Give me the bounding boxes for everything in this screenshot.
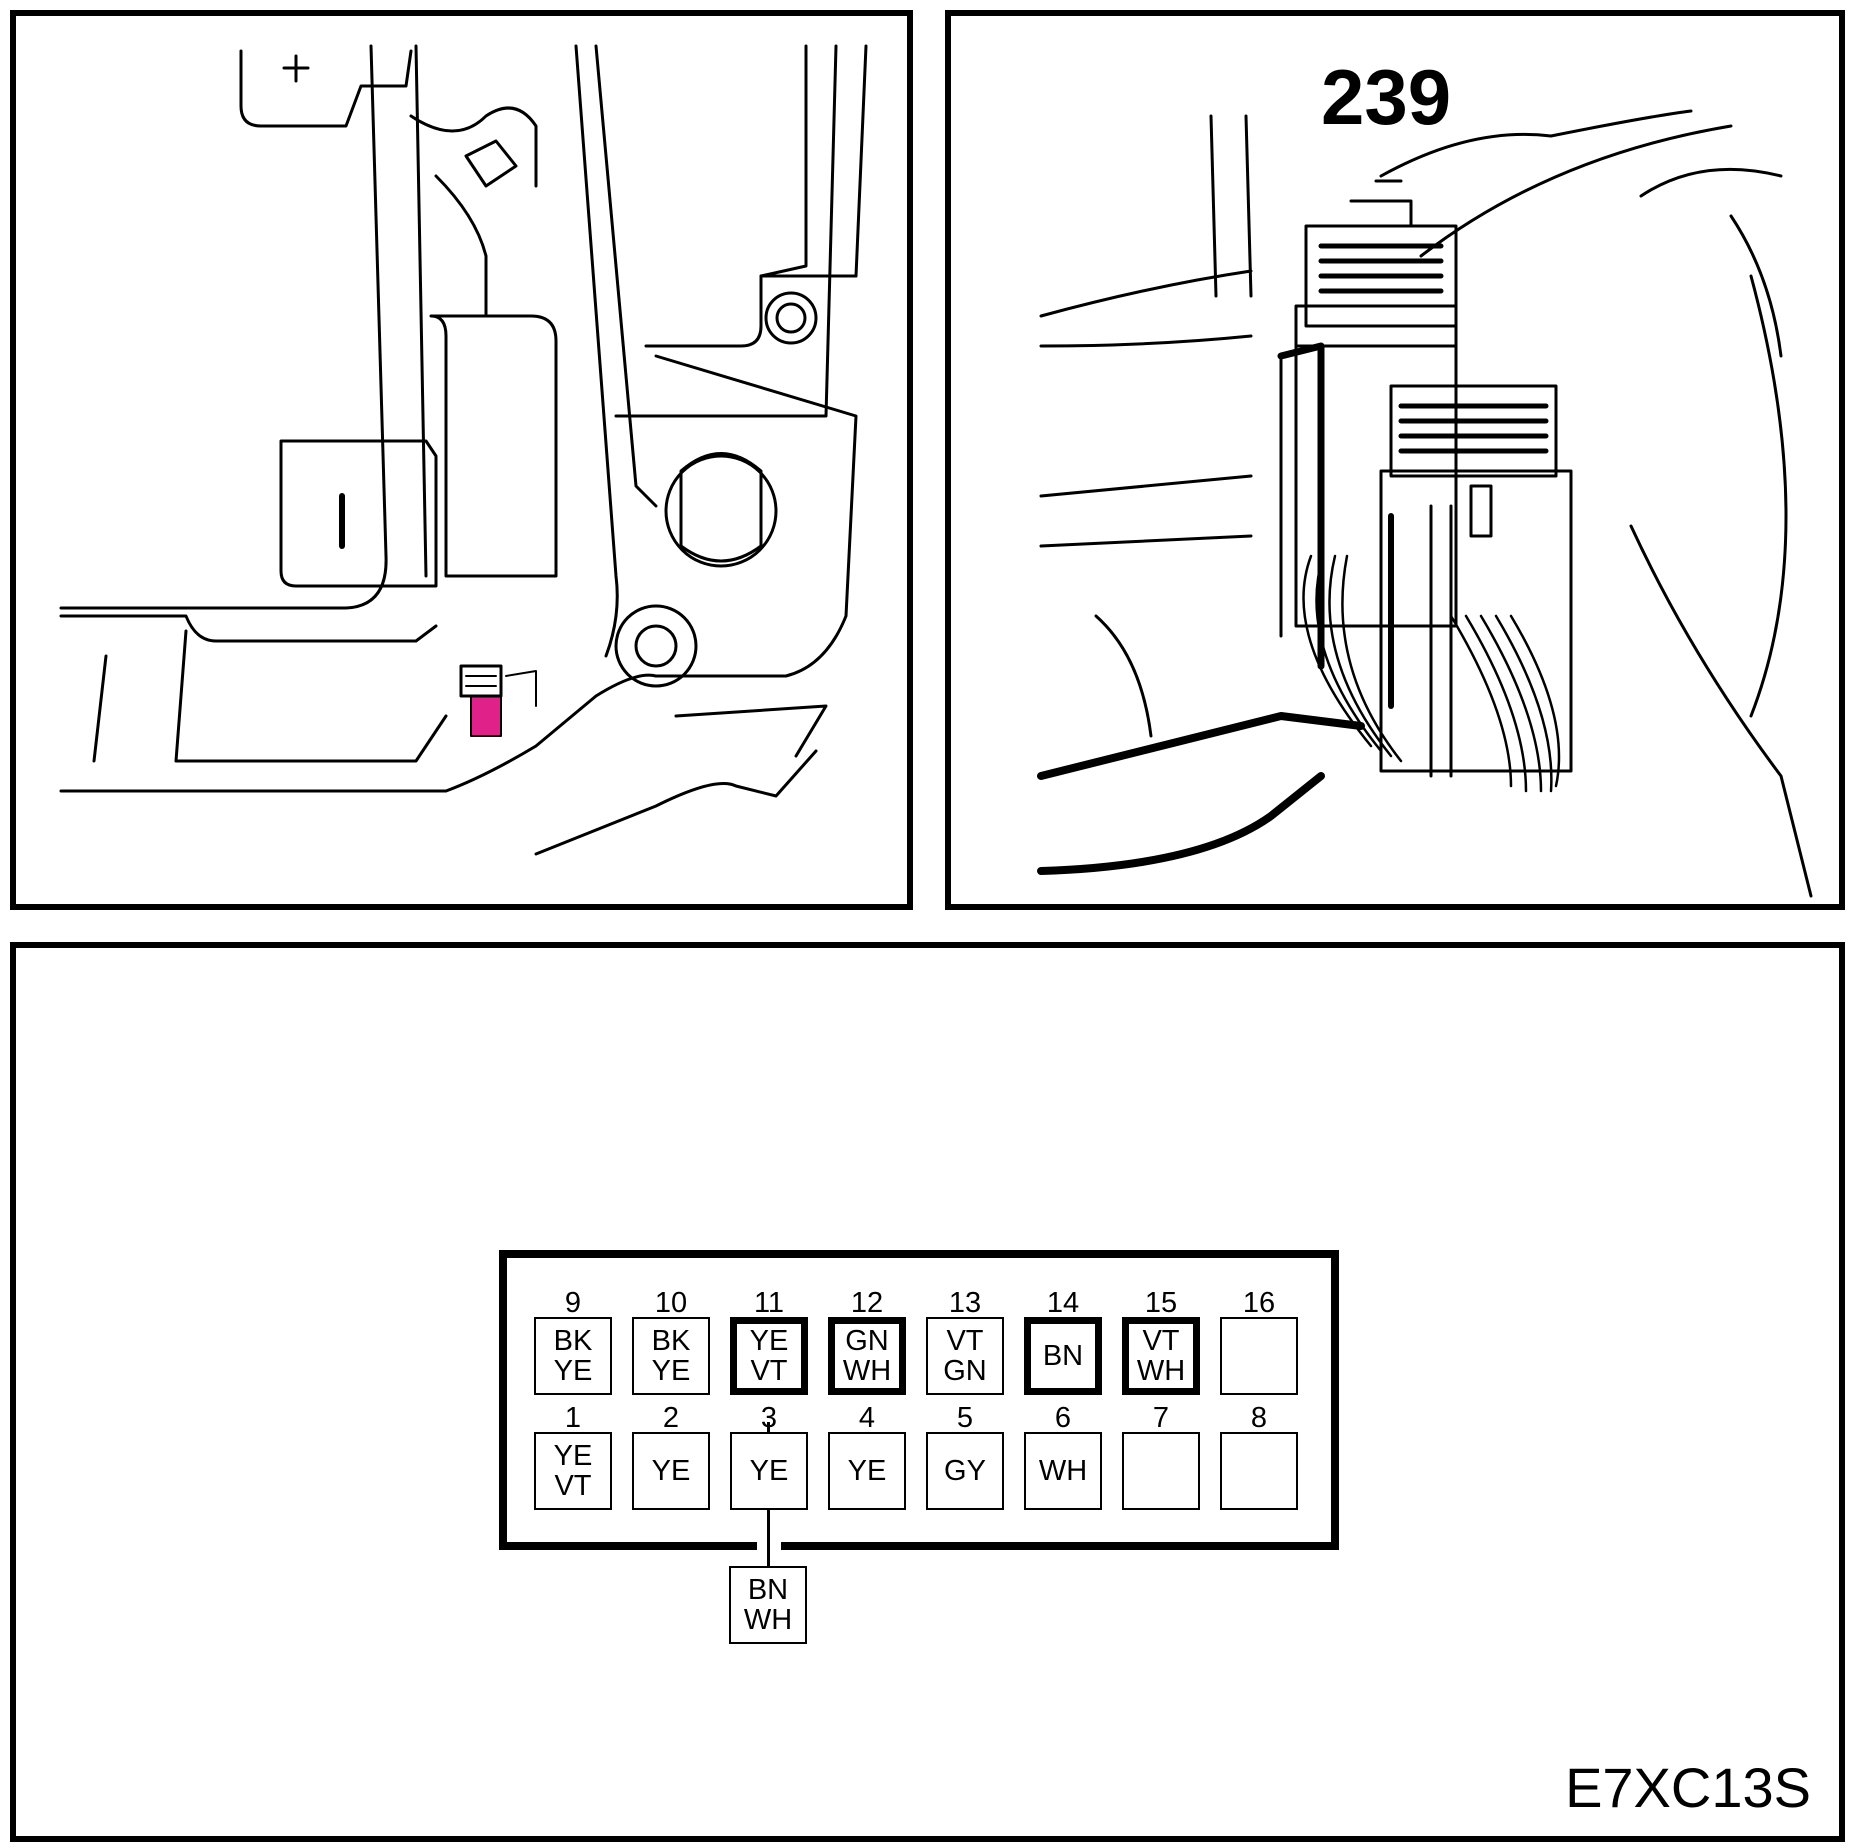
pin-number-16: 16 [1242,1287,1276,1319]
connector-face-outline [499,1250,1339,1550]
connector-closeup-drawing [1037,109,1813,898]
vehicle-locator-drawing [59,44,868,856]
connector-number-label: 239 [1321,53,1452,141]
pin-14-wire-color-1: BN [1042,1340,1084,1372]
pin-number-1: 1 [564,1402,582,1434]
pin-cavity-7 [1122,1432,1200,1510]
pin-cavity-4: YE [828,1432,906,1510]
pin-1-wire-color-2: VT [554,1470,592,1502]
external-wire-color-line-2: WH [743,1604,793,1636]
external-wire-color-box: BN WH [729,1566,807,1644]
diagram-id-label: E7XC13S [1565,1756,1811,1819]
pin-cavity-8 [1220,1432,1298,1510]
locator-view-panel [10,10,913,910]
pin-number-4: 4 [858,1402,876,1434]
pin-10-wire-color-1: BK [651,1325,691,1357]
pin-5-wire-color-1: GY [944,1455,986,1487]
external-wire-color-line-1: BN [747,1574,789,1606]
pin-number-11: 11 [753,1287,785,1319]
pin-13-wire-color-1: VT [946,1325,984,1357]
pin-number-7: 7 [1152,1402,1170,1434]
pin-number-12: 12 [850,1287,884,1319]
pin-number-14: 14 [1046,1287,1080,1319]
pin-9-wire-color-1: BK [553,1325,593,1357]
pin-number-3: 3 [760,1402,778,1434]
pin-4-wire-color-1: YE [847,1455,887,1487]
pin-cavity-16 [1220,1317,1298,1395]
pin-cavity-3: YE [730,1432,808,1510]
wire-lead-line-lower [767,1538,770,1568]
pin-11-wire-color-2: VT [750,1355,788,1387]
pin-11-wire-color-1: YE [749,1325,789,1357]
pin-9-wire-color-2: YE [553,1355,593,1387]
pin-number-2: 2 [662,1402,680,1434]
pin-3-wire-color-1: YE [749,1455,789,1487]
pin-10-wire-color-2: YE [651,1355,691,1387]
pin-6-wire-color-1: WH [1038,1455,1088,1487]
pin-2-wire-color-1: YE [651,1455,691,1487]
pin-12-wire-color-2: WH [842,1355,892,1387]
pin-cavity-5: GY [926,1432,1004,1510]
pin-15-wire-color-1: VT [1142,1325,1180,1357]
pin-number-10: 10 [654,1287,688,1319]
pin-cavity-6: WH [1024,1432,1102,1510]
pin-number-13: 13 [948,1287,982,1319]
pin-15-wire-color-2: WH [1136,1355,1186,1387]
pin-cavity-14: BN [1024,1317,1102,1395]
pin-13-wire-color-2: GN [943,1355,987,1387]
pin-number-5: 5 [956,1402,974,1434]
pin-number-9: 9 [564,1287,582,1319]
pin-number-15: 15 [1144,1287,1178,1319]
connector-closeup-panel: 239 [945,10,1845,910]
pin-number-8: 8 [1250,1402,1268,1434]
pin-1-wire-color-1: YE [553,1440,593,1472]
pin-number-6: 6 [1054,1402,1072,1434]
pin-12-wire-color-1: GN [845,1325,889,1357]
pin-cavity-2: YE [632,1432,710,1510]
